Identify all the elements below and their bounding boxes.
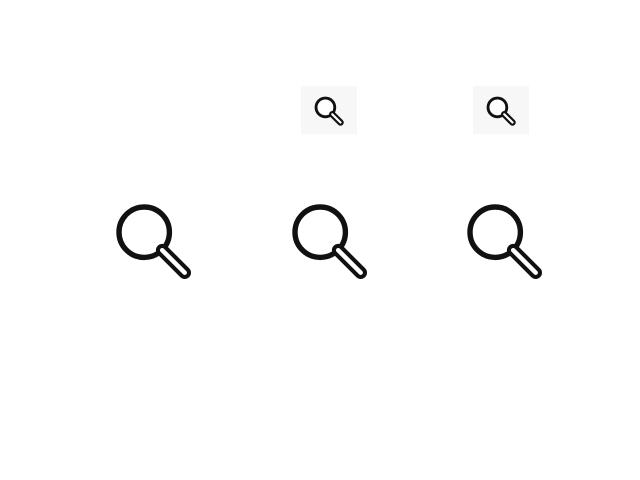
search-icon[interactable] bbox=[110, 198, 200, 288]
search-icon[interactable] bbox=[461, 198, 551, 288]
small-icon-tile bbox=[301, 86, 357, 134]
small-icon-tile bbox=[473, 86, 529, 134]
search-icon[interactable] bbox=[286, 198, 376, 288]
search-icon[interactable] bbox=[311, 93, 347, 129]
search-icon[interactable] bbox=[483, 93, 519, 129]
